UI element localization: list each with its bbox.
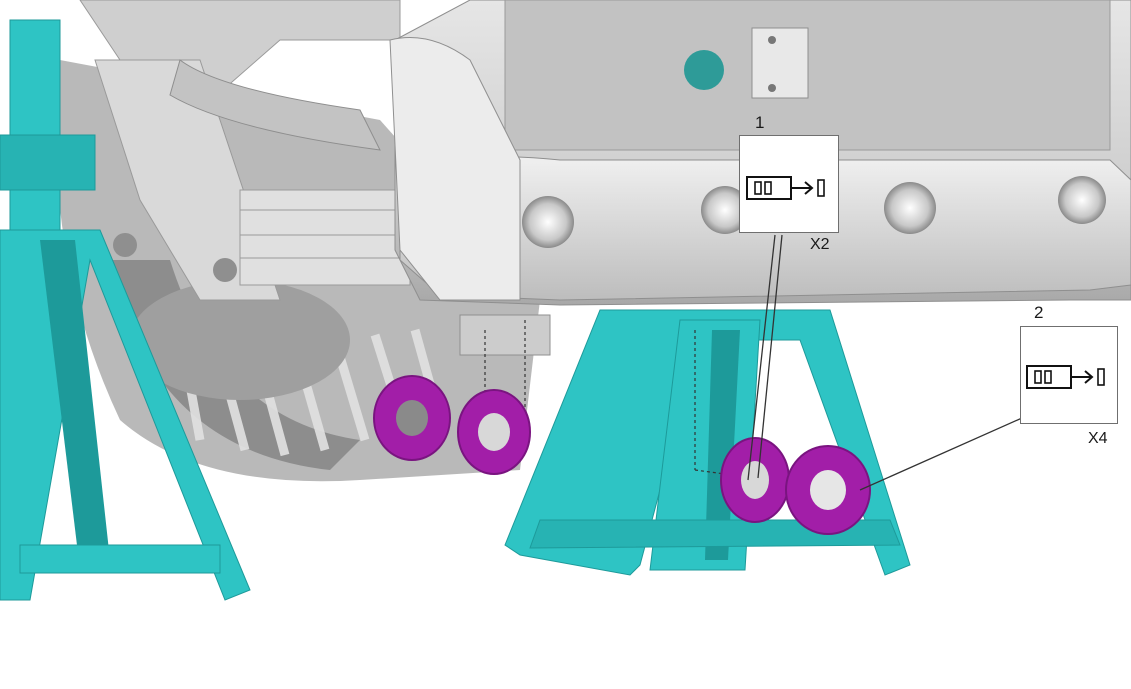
callout-leader-lines [747,234,1023,491]
left-jack-stand [0,19,251,601]
center-jack-stand [504,309,911,576]
callout-quantity-1: X2 [810,236,830,253]
callout-number-2: 2 [1034,303,1044,322]
support-bracket [79,0,411,301]
washers-left-pair [373,375,531,475]
callout-number-1: 1 [755,113,765,132]
callout-quantity-2: X4 [1088,430,1108,447]
callout-box-2 [1020,326,1118,424]
callout-box-1 [739,135,839,233]
washers-right-pair [720,437,871,535]
bolt-removal-icon [1026,365,1105,389]
bolt-removal-icon [746,176,825,200]
